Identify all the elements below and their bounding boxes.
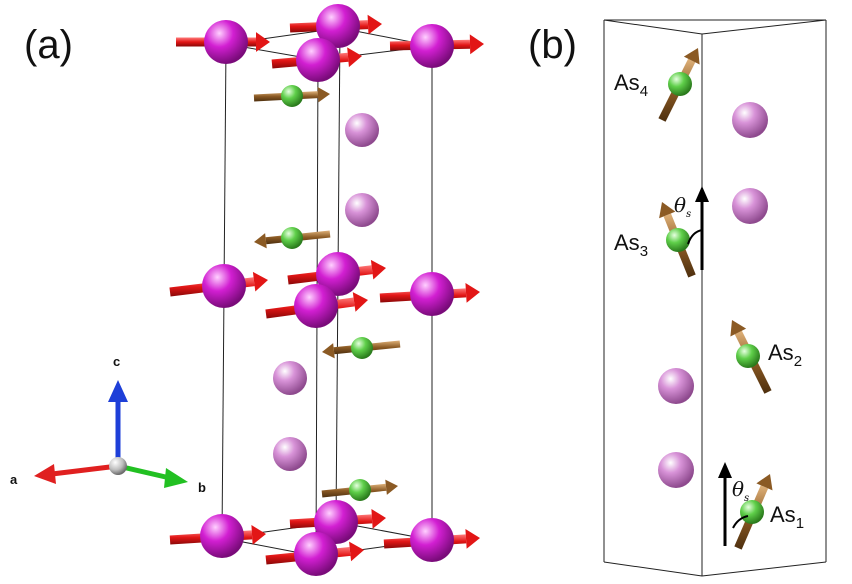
pink-atom-b-1: [732, 102, 768, 138]
magenta-atom-4: [410, 24, 454, 68]
axis-c-head: [108, 380, 128, 402]
pink-atom-3: [273, 361, 307, 395]
theta-indicator-as1: θs: [718, 462, 749, 546]
panel-b-structure: (b) θs θs As4 As3: [528, 19, 827, 577]
axis-a-label: a: [10, 472, 18, 487]
axes-triad: a b c: [10, 354, 206, 495]
magenta-atom-12: [410, 518, 454, 562]
magenta-atom-8: [410, 272, 454, 316]
magenta-atom-7: [294, 284, 338, 328]
axis-b-head: [164, 468, 188, 488]
magenta-atom-10: [314, 500, 358, 544]
axis-a-shaft: [51, 463, 119, 477]
green-atom-3: [351, 337, 373, 359]
pink-atom-b-2: [732, 188, 768, 224]
panel-b-atoms: [658, 72, 768, 524]
theta-label-as3: θs: [674, 193, 691, 220]
panel-b-unit-cell: [603, 19, 827, 577]
panel-a-label: (a): [24, 23, 73, 67]
axis-b-label: b: [198, 480, 206, 495]
axis-origin: [109, 457, 127, 475]
as3-label: As3: [614, 230, 648, 260]
magenta-atom-11: [294, 532, 338, 576]
green-atom-4: [349, 479, 371, 501]
panel-b-label: (b): [528, 23, 577, 67]
theta-label-as1: θs: [732, 477, 749, 504]
reference-arrowhead-as1: [718, 462, 732, 478]
angle-arc-as3: [687, 229, 703, 245]
as1-label: As1: [770, 502, 804, 532]
as4-label: As4: [614, 70, 648, 100]
pink-atom-2: [345, 193, 379, 227]
green-atom-b-1: [668, 72, 692, 96]
green-atom-b-4: [740, 500, 764, 524]
magenta-atom-1: [204, 20, 248, 64]
magenta-atom-3: [296, 38, 340, 82]
magenta-atom-9: [200, 514, 244, 558]
magenta-atom-6: [316, 252, 360, 296]
axis-c-label: c: [113, 354, 120, 369]
panel-a-structure: (a): [10, 4, 484, 576]
magenta-atom-2: [316, 4, 360, 48]
magenta-atom-5: [202, 264, 246, 308]
angle-arc-as1: [732, 515, 749, 529]
green-atom-2: [281, 227, 303, 249]
reference-arrowhead-as3: [695, 186, 709, 202]
pink-atom-4: [273, 437, 307, 471]
green-atom-b-3: [736, 344, 760, 368]
pink-atom-b-3: [658, 368, 694, 404]
pink-atom-b-4: [658, 452, 694, 488]
green-atom-1: [281, 85, 303, 107]
green-atom-b-2: [666, 228, 690, 252]
pink-atom-1: [345, 113, 379, 147]
axis-a-head: [34, 464, 56, 484]
theta-indicator-as3: θs: [674, 186, 709, 270]
panel-a-atoms: [200, 4, 454, 576]
as2-label: As2: [768, 340, 802, 370]
